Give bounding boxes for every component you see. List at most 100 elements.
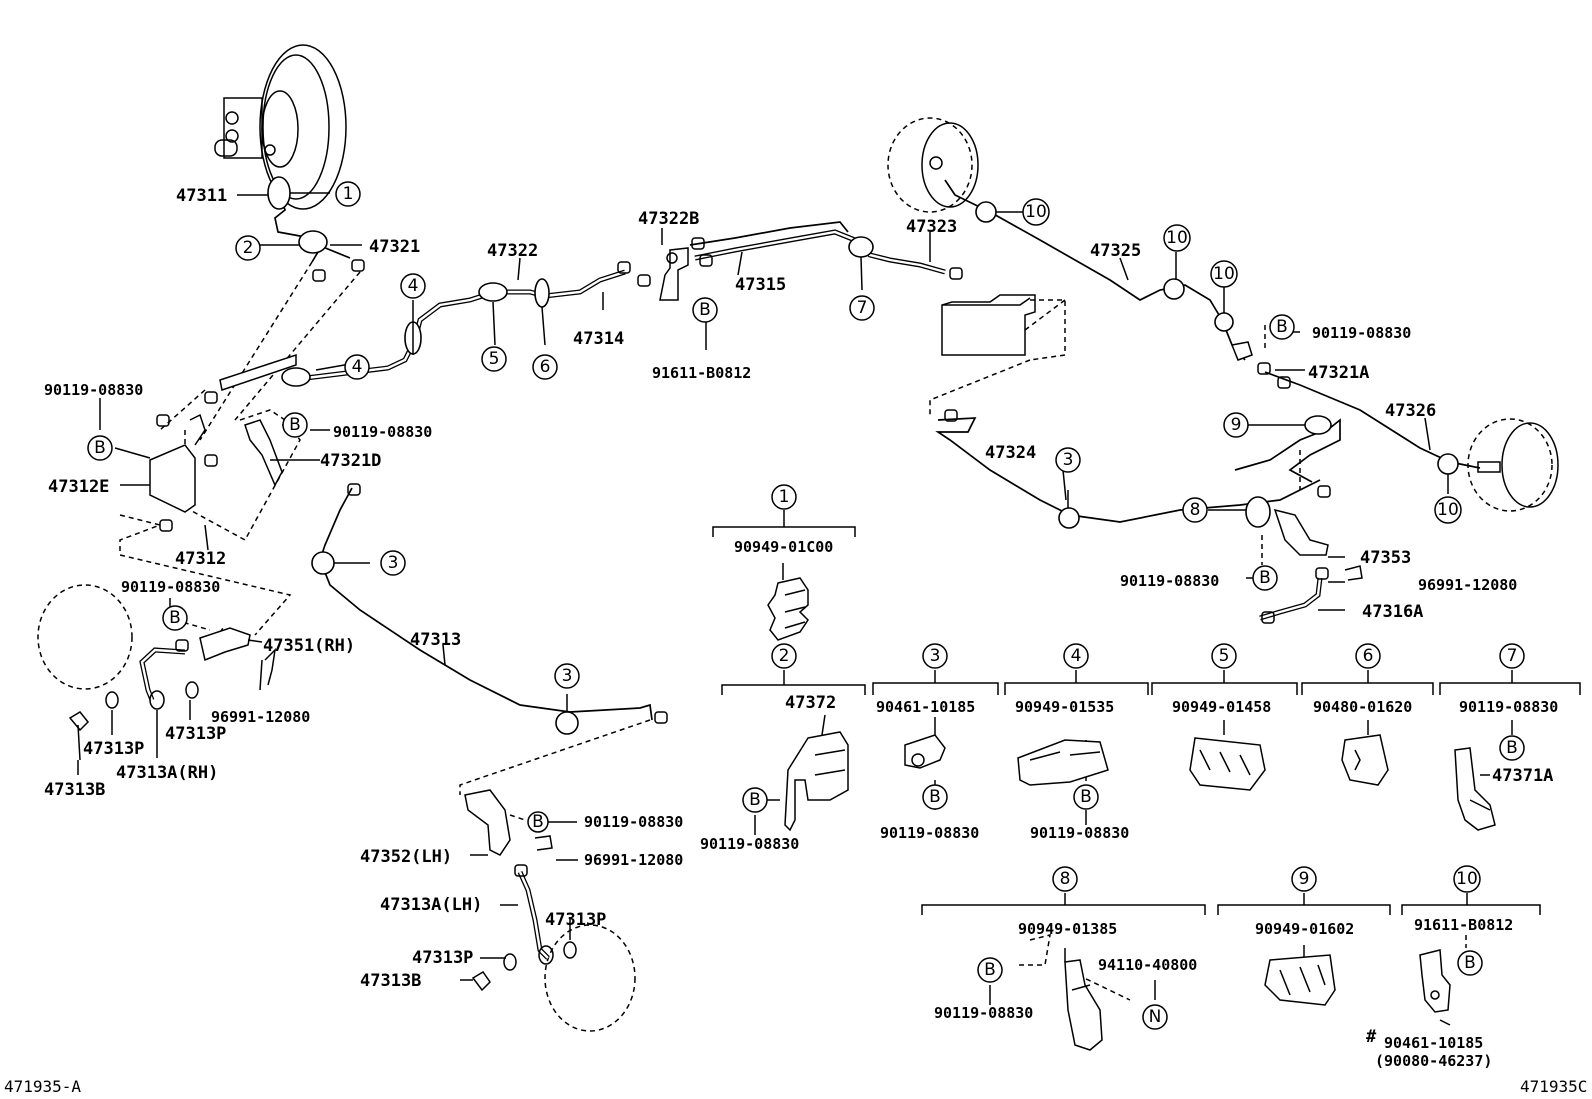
detail-ref-7 bbox=[1499, 643, 1525, 669]
ref-b-lower-left bbox=[162, 605, 188, 631]
ref-10-a bbox=[1022, 198, 1050, 226]
label-47323: 47323 bbox=[906, 217, 957, 237]
detail-4-part: 90949-01535 bbox=[1015, 698, 1114, 716]
detail-ref-2-label: 2 bbox=[779, 646, 790, 666]
label-90119-08830-lh: 90119-08830 bbox=[584, 813, 683, 831]
reference-circles: 1 2 4 4 5 6 7 10 10 10 10 9 8 3 3 3 1 2 bbox=[87, 181, 1525, 1030]
label-47321a: 47321A bbox=[1308, 363, 1369, 383]
ref-b-left bbox=[87, 435, 113, 461]
label-47322: 47322 bbox=[487, 241, 538, 261]
ref-b-d7-label: B bbox=[1506, 738, 1518, 758]
ref-8-pipe bbox=[1182, 497, 1208, 523]
label-47313a-lh: 47313A(LH) bbox=[380, 895, 482, 915]
label-91611-b0812-top: 91611-B0812 bbox=[652, 364, 751, 382]
label-47324: 47324 bbox=[985, 443, 1036, 463]
label-47312: 47312 bbox=[175, 549, 226, 569]
detail-8-part: 90949-01385 bbox=[1018, 920, 1117, 938]
brake-pipes bbox=[139, 179, 1481, 960]
ref-10-a-label: 10 bbox=[1025, 202, 1047, 222]
label-47351-rh: 47351(RH) bbox=[263, 636, 355, 656]
flare-nuts bbox=[156, 237, 1331, 877]
label-90119-08830-center: 90119-08830 bbox=[333, 423, 432, 441]
detail-ref-10 bbox=[1453, 865, 1481, 893]
ref-n-d8-label: N bbox=[1149, 1007, 1162, 1027]
ref-b-d2 bbox=[742, 787, 768, 813]
label-90119-08830-right-b: 90119-08830 bbox=[1312, 324, 1411, 342]
detail-10-hash: # bbox=[1366, 1027, 1377, 1047]
label-47313p-lh-b: 47313P bbox=[412, 948, 473, 968]
detail-ref-4 bbox=[1063, 643, 1089, 669]
label-47352-lh: 47352(LH) bbox=[360, 847, 452, 867]
detail-1-part: 90949-01C00 bbox=[734, 538, 833, 556]
leader-lines bbox=[77, 192, 1449, 981]
ref-b-d4-label: B bbox=[1080, 787, 1092, 807]
ref-b-lh-label: B bbox=[532, 812, 544, 832]
detail-ref-5-label: 5 bbox=[1219, 646, 1230, 666]
detail-ref-1 bbox=[771, 484, 797, 510]
ref-b-d3 bbox=[922, 784, 948, 810]
ref-b-left-label: B bbox=[94, 438, 106, 458]
label-47312e: 47312E bbox=[48, 477, 109, 497]
label-47322b: 47322B bbox=[638, 209, 699, 229]
detail-ref-6-label: 6 bbox=[1363, 646, 1374, 666]
ref-3-bottom-label: 3 bbox=[562, 666, 573, 686]
detail-ref-9 bbox=[1291, 866, 1317, 892]
ref-b-center-label: B bbox=[289, 415, 301, 435]
ref-b-47322b-label: B bbox=[699, 300, 711, 320]
detail-7-part: 90119-08830 bbox=[1459, 698, 1558, 716]
actuator-box bbox=[929, 294, 1066, 416]
front-left-disc bbox=[214, 44, 347, 210]
ref-6-pipe-label: 6 bbox=[540, 357, 551, 377]
detail-8-nut: 94110-40800 bbox=[1098, 956, 1197, 974]
ref-b-d10 bbox=[1457, 950, 1483, 976]
ref-4-upper bbox=[400, 273, 426, 299]
ref-b-47321a bbox=[1269, 314, 1295, 340]
ref-3-left-label: 3 bbox=[388, 553, 399, 573]
ref-10-d bbox=[1434, 496, 1462, 524]
detail-8-bolt: 90119-08830 bbox=[934, 1004, 1033, 1022]
detail-10-part: 91611-B0812 bbox=[1414, 916, 1513, 934]
detail-10-sub: 90461-10185 bbox=[1384, 1034, 1483, 1052]
ref-b-d8-label: B bbox=[984, 960, 996, 980]
ref-3-bottom bbox=[554, 663, 580, 689]
ref-b-center bbox=[282, 412, 308, 438]
ref-10-b-label: 10 bbox=[1166, 228, 1188, 248]
detail-3-part: 90461-10185 bbox=[876, 698, 975, 716]
ref-5-pipe bbox=[481, 346, 507, 372]
detail-3-bolt: 90119-08830 bbox=[880, 824, 979, 842]
ref-b-d10-label: B bbox=[1464, 953, 1476, 973]
ref-b-47321a-label: B bbox=[1276, 317, 1288, 337]
ref-3-right-label: 3 bbox=[1063, 450, 1074, 470]
ref-b-47353 bbox=[1252, 565, 1278, 591]
ref-5-pipe-label: 5 bbox=[489, 349, 500, 369]
label-47353: 47353 bbox=[1360, 548, 1411, 568]
ref-b-d4 bbox=[1073, 784, 1099, 810]
detail-brackets bbox=[712, 510, 1581, 1026]
detail-2-part: 47372 bbox=[785, 693, 836, 713]
label-47313b-lh: 47313B bbox=[360, 971, 421, 991]
label-47321: 47321 bbox=[369, 237, 420, 257]
label-47321d: 47321D bbox=[320, 451, 381, 471]
detail-ref-8 bbox=[1052, 866, 1078, 892]
label-96991-12080-rh: 96991-12080 bbox=[211, 708, 310, 726]
rear-lh-drum bbox=[544, 924, 636, 1032]
label-90119-08830-47353: 90119-08830 bbox=[1120, 572, 1219, 590]
ref-9-pipe bbox=[1223, 412, 1249, 438]
detail-4-bolt: 90119-08830 bbox=[1030, 824, 1129, 842]
ref-6-pipe bbox=[532, 354, 558, 380]
ref-b-lower-left-label: B bbox=[169, 608, 181, 628]
ref-3-right bbox=[1055, 447, 1081, 473]
ref-b-d8 bbox=[977, 957, 1003, 983]
detail-ref-10-label: 10 bbox=[1456, 869, 1478, 889]
label-47313p-rh-b: 47313P bbox=[165, 724, 226, 744]
dashed-guides bbox=[119, 261, 1301, 1001]
ref-3-left bbox=[380, 550, 406, 576]
label-96991-12080-47353: 96991-12080 bbox=[1418, 576, 1517, 594]
detail-ref-4-label: 4 bbox=[1071, 646, 1082, 666]
ref-b-d2-label: B bbox=[749, 790, 761, 810]
ref-10-c bbox=[1210, 260, 1238, 288]
detail-ref-5 bbox=[1211, 643, 1237, 669]
ref-n-d8 bbox=[1142, 1004, 1168, 1030]
ref-7-pipe-label: 7 bbox=[857, 298, 868, 318]
detail-6-part: 90480-01620 bbox=[1313, 698, 1412, 716]
